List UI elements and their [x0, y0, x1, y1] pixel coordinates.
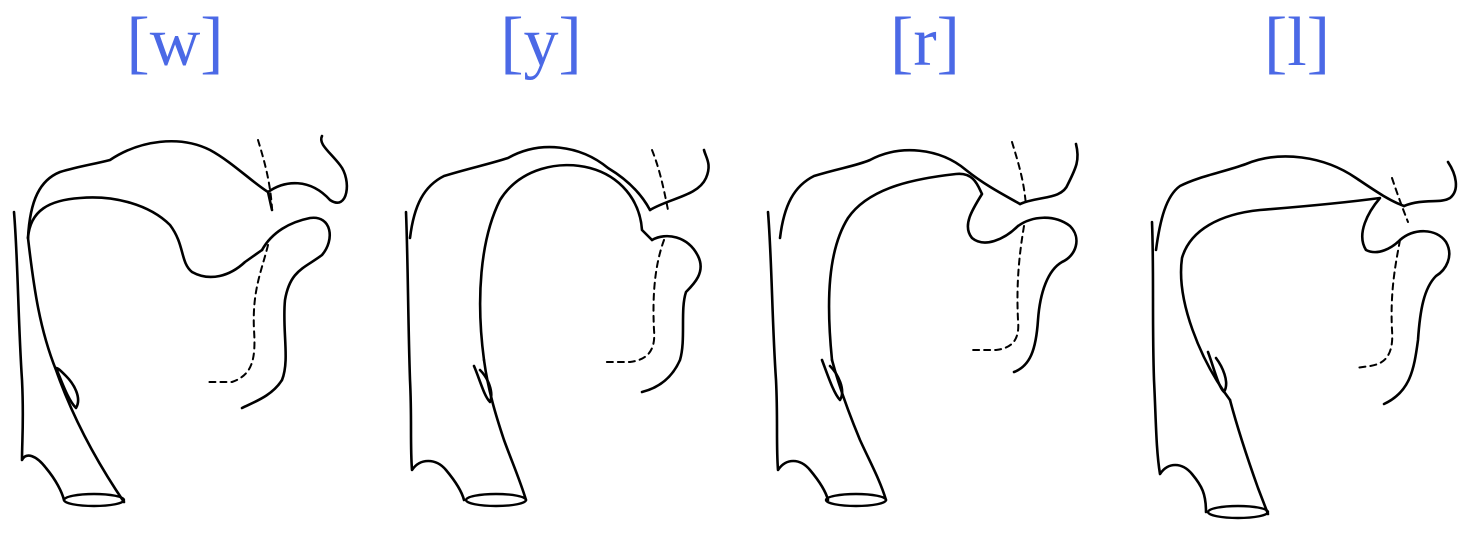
upper-lip — [266, 134, 349, 204]
panel-r: [r] — [750, 0, 1120, 539]
epiglottis — [472, 364, 493, 404]
larynx-opening — [1206, 504, 1270, 520]
lower-lip — [1012, 216, 1078, 374]
pharynx-back-wall — [1150, 220, 1208, 514]
panel-l: [l] — [1120, 0, 1480, 539]
epiglottis — [1206, 350, 1228, 394]
sound-label-w: [w] — [126, 4, 224, 81]
pharynx-front-wall — [1228, 398, 1270, 516]
upper-lip — [1402, 160, 1458, 208]
palate-outline — [1154, 155, 1406, 252]
lower-teeth-dashed — [1355, 239, 1401, 369]
palate-outline — [408, 145, 652, 240]
larynx-opening — [464, 492, 528, 508]
vocal-tract-diagram-l — [1150, 155, 1458, 520]
sound-label-r: [r] — [890, 4, 960, 81]
tongue — [827, 172, 1020, 362]
palate-outline — [26, 140, 274, 240]
panel-w: [w] — [0, 0, 370, 539]
tongue — [26, 196, 264, 279]
pharynx-front-wall — [482, 358, 528, 502]
lower-teeth-dashed — [971, 225, 1025, 351]
sound-label-l: [l] — [1263, 4, 1331, 81]
larynx-opening — [62, 492, 126, 508]
lower-lip — [240, 216, 331, 410]
epiglottis — [820, 358, 844, 402]
vocal-tract-diagram-r — [766, 141, 1079, 508]
lower-lip — [1382, 229, 1451, 406]
upper-teeth-dashed — [257, 139, 273, 209]
upper-lip — [1018, 142, 1079, 206]
tongue — [1179, 196, 1402, 402]
larynx-opening — [824, 492, 888, 508]
lower-teeth-dashed — [605, 239, 665, 363]
upper-teeth-dashed — [1011, 141, 1027, 207]
pharynx-back-wall — [766, 210, 830, 502]
upper-lip — [648, 148, 710, 212]
tongue — [478, 163, 654, 362]
pharynx-back-wall — [12, 210, 66, 502]
upper-teeth-dashed — [1391, 177, 1409, 223]
vocal-tract-diagram-w — [12, 134, 349, 508]
palate-outline — [778, 149, 1022, 240]
lower-teeth-dashed — [204, 244, 269, 383]
epiglottis — [54, 366, 80, 410]
upper-teeth-dashed — [651, 149, 669, 211]
pharynx-front-wall — [830, 358, 888, 502]
lower-lip — [640, 234, 702, 394]
vocal-tract-diagram-y — [404, 145, 710, 508]
pharynx-back-wall — [404, 210, 466, 502]
panel-y: [y] — [380, 0, 750, 539]
sound-label-y: [y] — [500, 4, 582, 81]
